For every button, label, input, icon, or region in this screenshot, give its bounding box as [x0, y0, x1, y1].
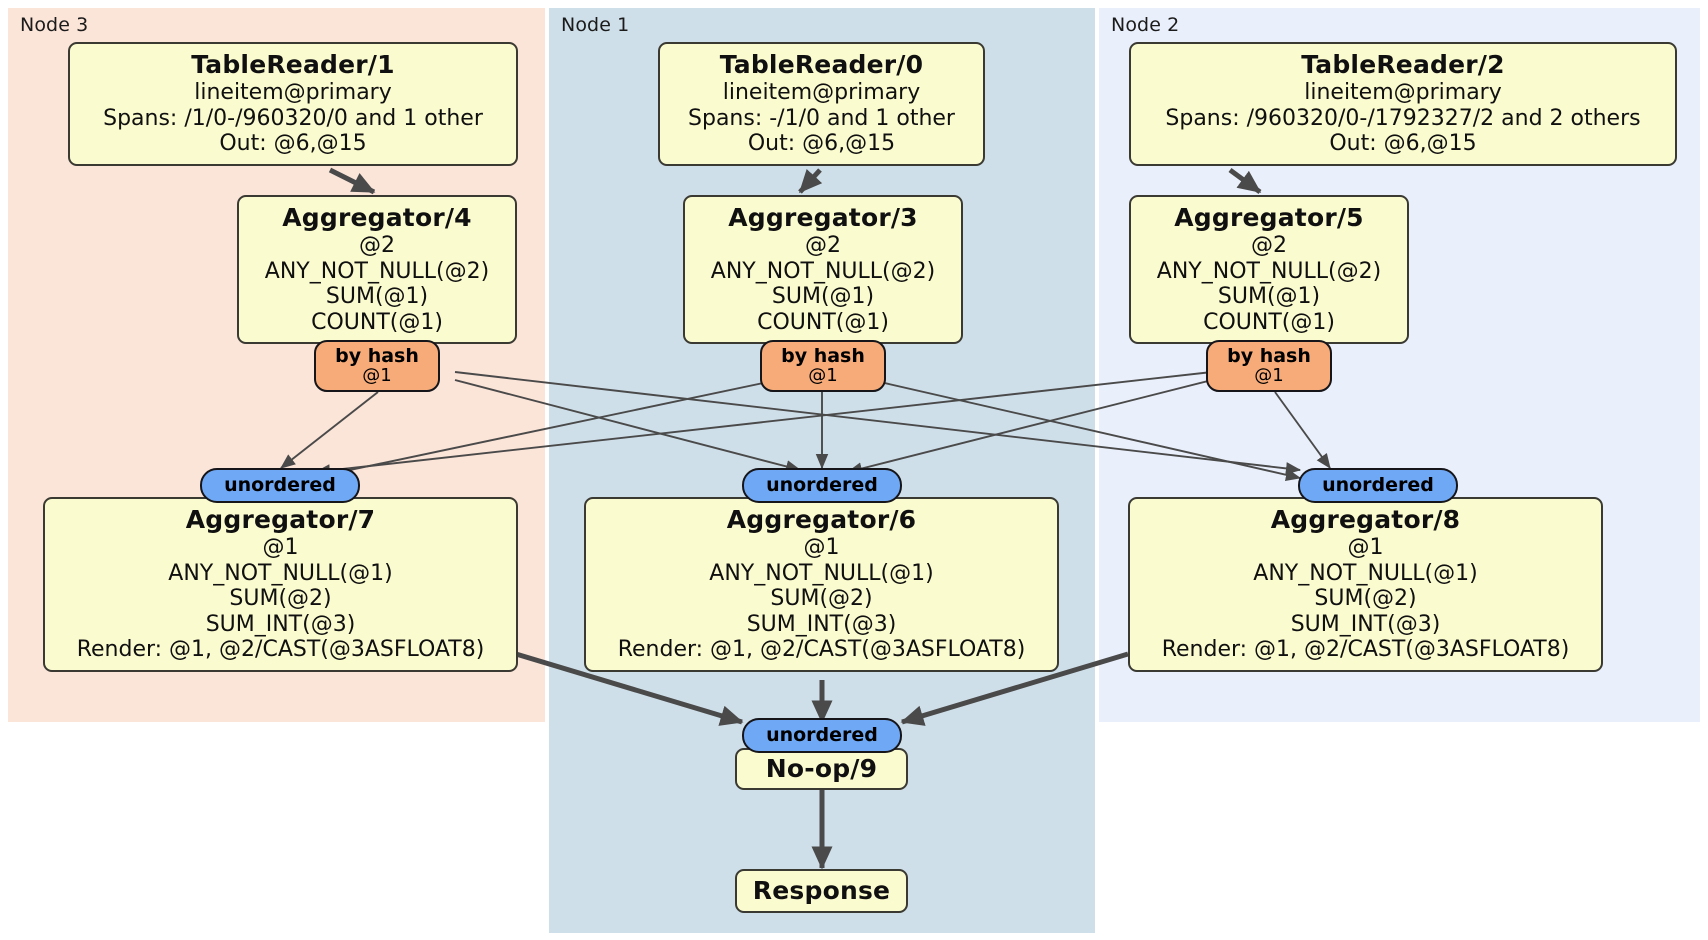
processor-line: SUM(@1) — [771, 284, 875, 310]
panel-node-2-label: Node 2 — [1111, 14, 1180, 36]
processor-line: Render: @1, @2/CAST(@3ASFLOAT8) — [617, 637, 1026, 663]
processor-line: @1 — [803, 535, 840, 560]
processor-line: ANY_NOT_NULL(@1) — [709, 560, 934, 586]
processor-line: COUNT(@1) — [311, 309, 443, 335]
badge-title: unordered — [1322, 473, 1434, 496]
processor-title: TableReader/0 — [719, 50, 924, 79]
router-badge-unordered-final[interactable]: unordered — [742, 718, 902, 753]
processor-line: Render: @1, @2/CAST(@3ASFLOAT8) — [1161, 637, 1570, 663]
router-badge-unordered-right[interactable]: unordered — [1298, 468, 1458, 503]
processor-line: @2 — [359, 233, 395, 258]
processor-line: COUNT(@1) — [1203, 309, 1335, 335]
badge-title: unordered — [766, 473, 878, 496]
router-badge-by-hash-right[interactable]: by hash @1 — [1206, 340, 1332, 392]
processor-title: Aggregator/8 — [1270, 505, 1461, 534]
processor-line: Spans: /960320/0-/1792327/2 and 2 others — [1165, 105, 1641, 131]
router-badge-unordered-left[interactable]: unordered — [200, 468, 360, 503]
badge-title: unordered — [224, 473, 336, 496]
processor-table-reader-1[interactable]: TableReader/1 lineitem@primary Spans: /1… — [68, 42, 518, 166]
processor-aggregator-8[interactable]: Aggregator/8 @1 ANY_NOT_NULL(@1) SUM(@2)… — [1128, 497, 1603, 672]
processor-line: SUM_INT(@3) — [205, 611, 356, 637]
processor-title: Response — [752, 876, 891, 905]
processor-line: ANY_NOT_NULL(@1) — [1253, 560, 1478, 586]
badge-subtitle: @1 — [1254, 364, 1284, 386]
processor-line: Out: @6,@15 — [219, 131, 367, 157]
processor-title: TableReader/2 — [1301, 50, 1505, 79]
processor-title: TableReader/1 — [191, 50, 395, 79]
badge-title: by hash — [781, 344, 865, 367]
router-badge-by-hash-mid[interactable]: by hash @1 — [760, 340, 886, 392]
processor-title: Aggregator/6 — [726, 505, 917, 534]
processor-line: ANY_NOT_NULL(@2) — [264, 258, 490, 284]
processor-line: ANY_NOT_NULL(@2) — [710, 258, 936, 284]
processor-title: Aggregator/3 — [728, 203, 918, 232]
processor-aggregator-5[interactable]: Aggregator/5 @2 ANY_NOT_NULL(@2) SUM(@1)… — [1129, 195, 1409, 345]
badge-title: by hash — [1227, 344, 1311, 367]
processor-line: SUM(@1) — [325, 284, 429, 310]
processor-title: Aggregator/4 — [282, 203, 472, 232]
badge-title: by hash — [335, 344, 419, 367]
processor-line: lineitem@primary — [194, 80, 392, 105]
panel-node-3-label: Node 3 — [20, 14, 89, 36]
processor-line: @2 — [805, 233, 841, 258]
panel-node-1-label: Node 1 — [561, 14, 630, 36]
processor-aggregator-3[interactable]: Aggregator/3 @2 ANY_NOT_NULL(@2) SUM(@1)… — [683, 195, 963, 345]
processor-aggregator-7[interactable]: Aggregator/7 @1 ANY_NOT_NULL(@1) SUM(@2)… — [43, 497, 518, 672]
badge-title: unordered — [766, 723, 878, 746]
processor-line: Spans: /1/0-/960320/0 and 1 other — [103, 105, 483, 131]
processor-line: @2 — [1251, 233, 1287, 258]
processor-line: lineitem@primary — [1304, 80, 1502, 105]
processor-line: SUM(@1) — [1217, 284, 1321, 310]
processor-title: No-op/9 — [765, 754, 878, 783]
processor-table-reader-0[interactable]: TableReader/0 lineitem@primary Spans: -/… — [658, 42, 985, 166]
processor-line: SUM(@2) — [770, 586, 873, 612]
processor-line: lineitem@primary — [722, 80, 921, 105]
badge-subtitle: @1 — [808, 364, 838, 386]
processor-line: Spans: -/1/0 and 1 other — [688, 105, 955, 131]
router-badge-by-hash-left[interactable]: by hash @1 — [314, 340, 440, 392]
processor-title: Aggregator/5 — [1174, 203, 1364, 232]
badge-subtitle: @1 — [362, 364, 392, 386]
processor-aggregator-6[interactable]: Aggregator/6 @1 ANY_NOT_NULL(@1) SUM(@2)… — [584, 497, 1059, 672]
processor-line: @1 — [262, 535, 299, 560]
processor-line: SUM(@2) — [1314, 586, 1417, 612]
processor-table-reader-2[interactable]: TableReader/2 lineitem@primary Spans: /9… — [1129, 42, 1677, 166]
processor-line: Out: @6,@15 — [747, 131, 896, 157]
router-badge-unordered-mid[interactable]: unordered — [742, 468, 902, 503]
processor-no-op-9[interactable]: No-op/9 — [735, 748, 908, 790]
processor-line: Out: @6,@15 — [1329, 131, 1477, 157]
processor-line: ANY_NOT_NULL(@2) — [1156, 258, 1382, 284]
processor-line: @1 — [1347, 535, 1384, 560]
processor-aggregator-4[interactable]: Aggregator/4 @2 ANY_NOT_NULL(@2) SUM(@1)… — [237, 195, 517, 345]
processor-line: COUNT(@1) — [757, 309, 889, 335]
processor-line: Render: @1, @2/CAST(@3ASFLOAT8) — [76, 637, 485, 663]
processor-line: SUM(@2) — [229, 586, 332, 612]
processor-line: SUM_INT(@3) — [746, 611, 897, 637]
processor-response[interactable]: Response — [735, 869, 908, 913]
processor-title: Aggregator/7 — [185, 505, 376, 534]
processor-line: SUM_INT(@3) — [1290, 611, 1441, 637]
processor-line: ANY_NOT_NULL(@1) — [168, 560, 393, 586]
